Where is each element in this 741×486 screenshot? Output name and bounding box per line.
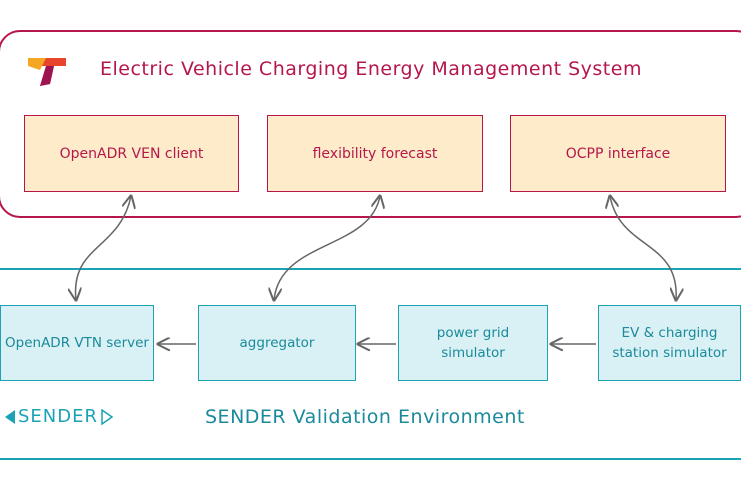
openadr-ven-client-box: OpenADR VEN client: [24, 115, 239, 192]
sender-logo-text: SENDER: [18, 406, 99, 427]
env-title: SENDER Validation Environment: [205, 406, 525, 428]
ocpp-ev-link: [610, 196, 676, 300]
power-grid-simulator-box: power grid simulator: [398, 305, 548, 381]
openadr-vtn-server-box: OpenADR VTN server: [0, 305, 154, 381]
company-logo-icon: [28, 58, 66, 86]
sender-logo-left-icon: [5, 409, 15, 424]
forecast-aggregator-link: [274, 196, 380, 300]
ev-charging-station-simulator-box: EV & charging station simulator: [598, 305, 741, 381]
aggregator-box: aggregator: [198, 305, 356, 381]
sender-logo: SENDER: [4, 406, 114, 427]
sender-logo-right-icon: [101, 408, 114, 425]
ocpp-interface-box: OCPP interface: [510, 115, 726, 192]
ven-vtn-link: [76, 196, 131, 300]
ems-title: Electric Vehicle Charging Energy Managem…: [100, 58, 642, 80]
flexibility-forecast-box: flexibility forecast: [267, 115, 483, 192]
